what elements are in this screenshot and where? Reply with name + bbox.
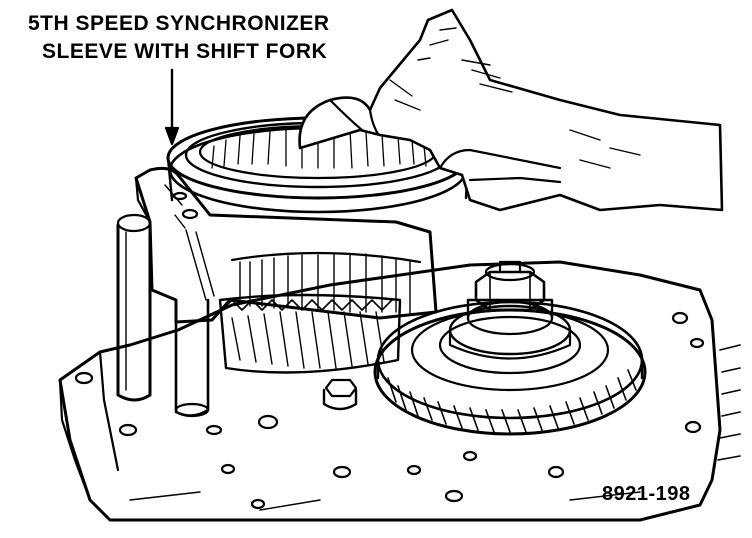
- callout-label-line-1: 5TH SPEED SYNCHRONIZER: [28, 12, 330, 35]
- hand: [298, 8, 724, 212]
- cluster-gear: [218, 293, 402, 374]
- callout-leader: [164, 68, 180, 146]
- plate-bolt: [322, 378, 358, 411]
- shaft-nut: [474, 260, 546, 312]
- case-plate: [58, 260, 741, 522]
- shift-fork: [134, 166, 438, 324]
- helical-gear: [373, 300, 647, 436]
- figure-number: 8921-198: [602, 483, 691, 505]
- shift-rail: [116, 213, 210, 418]
- callout-label-line-2: SLEEVE WITH SHIFT FORK: [42, 40, 328, 63]
- gear-hub: [448, 298, 572, 360]
